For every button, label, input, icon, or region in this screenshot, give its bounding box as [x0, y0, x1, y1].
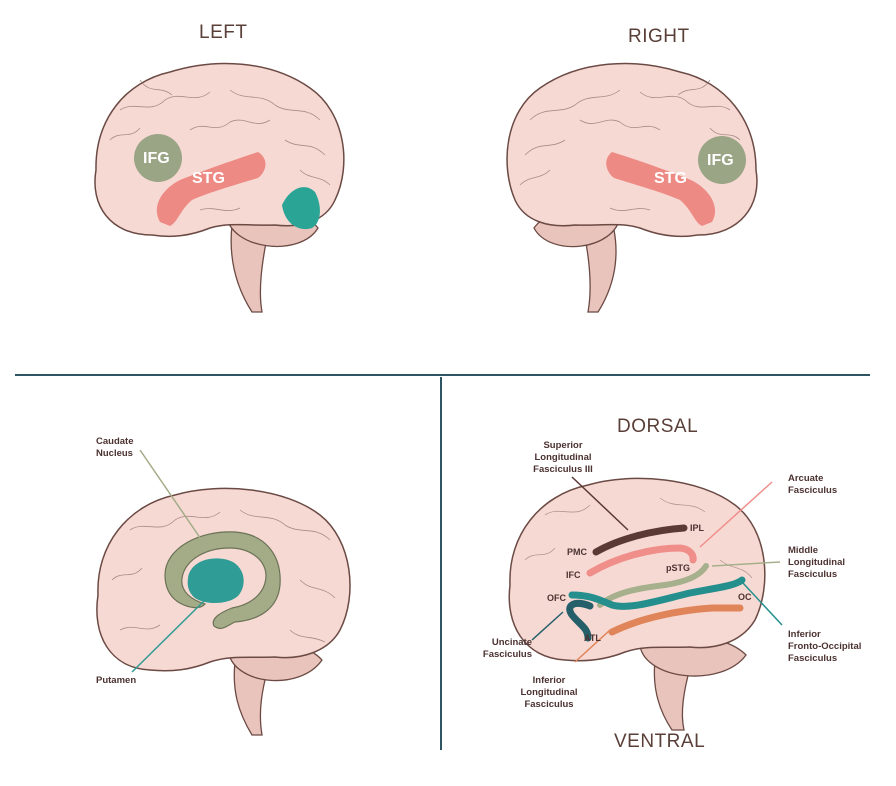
- temporal-pole-highlight: [282, 187, 320, 230]
- right-title: RIGHT: [628, 26, 690, 47]
- arcuate-label: Arcuate Fasciculus: [788, 473, 838, 496]
- oc-tag: OC: [738, 592, 752, 602]
- mlf-tract: [597, 563, 709, 608]
- ifg-label-left: IFG: [143, 150, 170, 167]
- atl-tag: ATL: [584, 633, 601, 643]
- ifg-circle-left: [134, 134, 182, 182]
- pmc-tag: PMC: [567, 547, 587, 557]
- arcuate-tract: [586, 544, 697, 577]
- ilf-label: Inferior Longitudinal Fasciculus: [520, 675, 578, 710]
- caudate-nucleus-label: Caudate Nucleus: [96, 436, 134, 459]
- uncinate-tract: [566, 599, 594, 642]
- slf-iii-label: Superior Longitudinal Fasciculus III: [533, 440, 593, 475]
- putamen-shape: [187, 558, 244, 604]
- pstg-tag: pSTG: [666, 563, 690, 573]
- medial-brain: [96, 487, 351, 736]
- ventral-title: VENTRAL: [614, 731, 706, 752]
- left-title: LEFT: [199, 22, 248, 43]
- right-hemisphere-brain: [506, 62, 758, 313]
- ifc-tag: IFC: [566, 570, 581, 580]
- uncinate-label: Uncinate Fasciculus: [482, 637, 532, 660]
- ifg-label-right: IFG: [707, 152, 734, 169]
- dorsal-title: DORSAL: [617, 416, 699, 437]
- stg-label-left: STG: [192, 170, 225, 187]
- putamen-leader: [131, 599, 206, 673]
- ifg-circle-right: [698, 136, 746, 184]
- stg-region-left: [156, 152, 266, 226]
- caudate-nucleus-shape: [164, 531, 281, 629]
- tracts-brain: [508, 476, 783, 731]
- stg-label-right: STG: [654, 170, 687, 187]
- ifof-tract: [568, 576, 746, 610]
- mlf-label: Middle Longitudinal Fasciculus: [788, 545, 845, 580]
- ofc-tag: OFC: [547, 593, 566, 603]
- putamen-label: Putamen: [96, 675, 137, 686]
- ipl-tag: IPL: [690, 523, 705, 533]
- left-hemisphere-brain: [94, 62, 345, 313]
- ifof-label: Inferior Fronto-Occipital Fasciculus: [788, 629, 862, 664]
- stg-region-right: [606, 152, 716, 226]
- slf-iii-tract: [592, 524, 688, 556]
- ilf-tract: [608, 604, 744, 636]
- caudate-leader: [139, 449, 206, 546]
